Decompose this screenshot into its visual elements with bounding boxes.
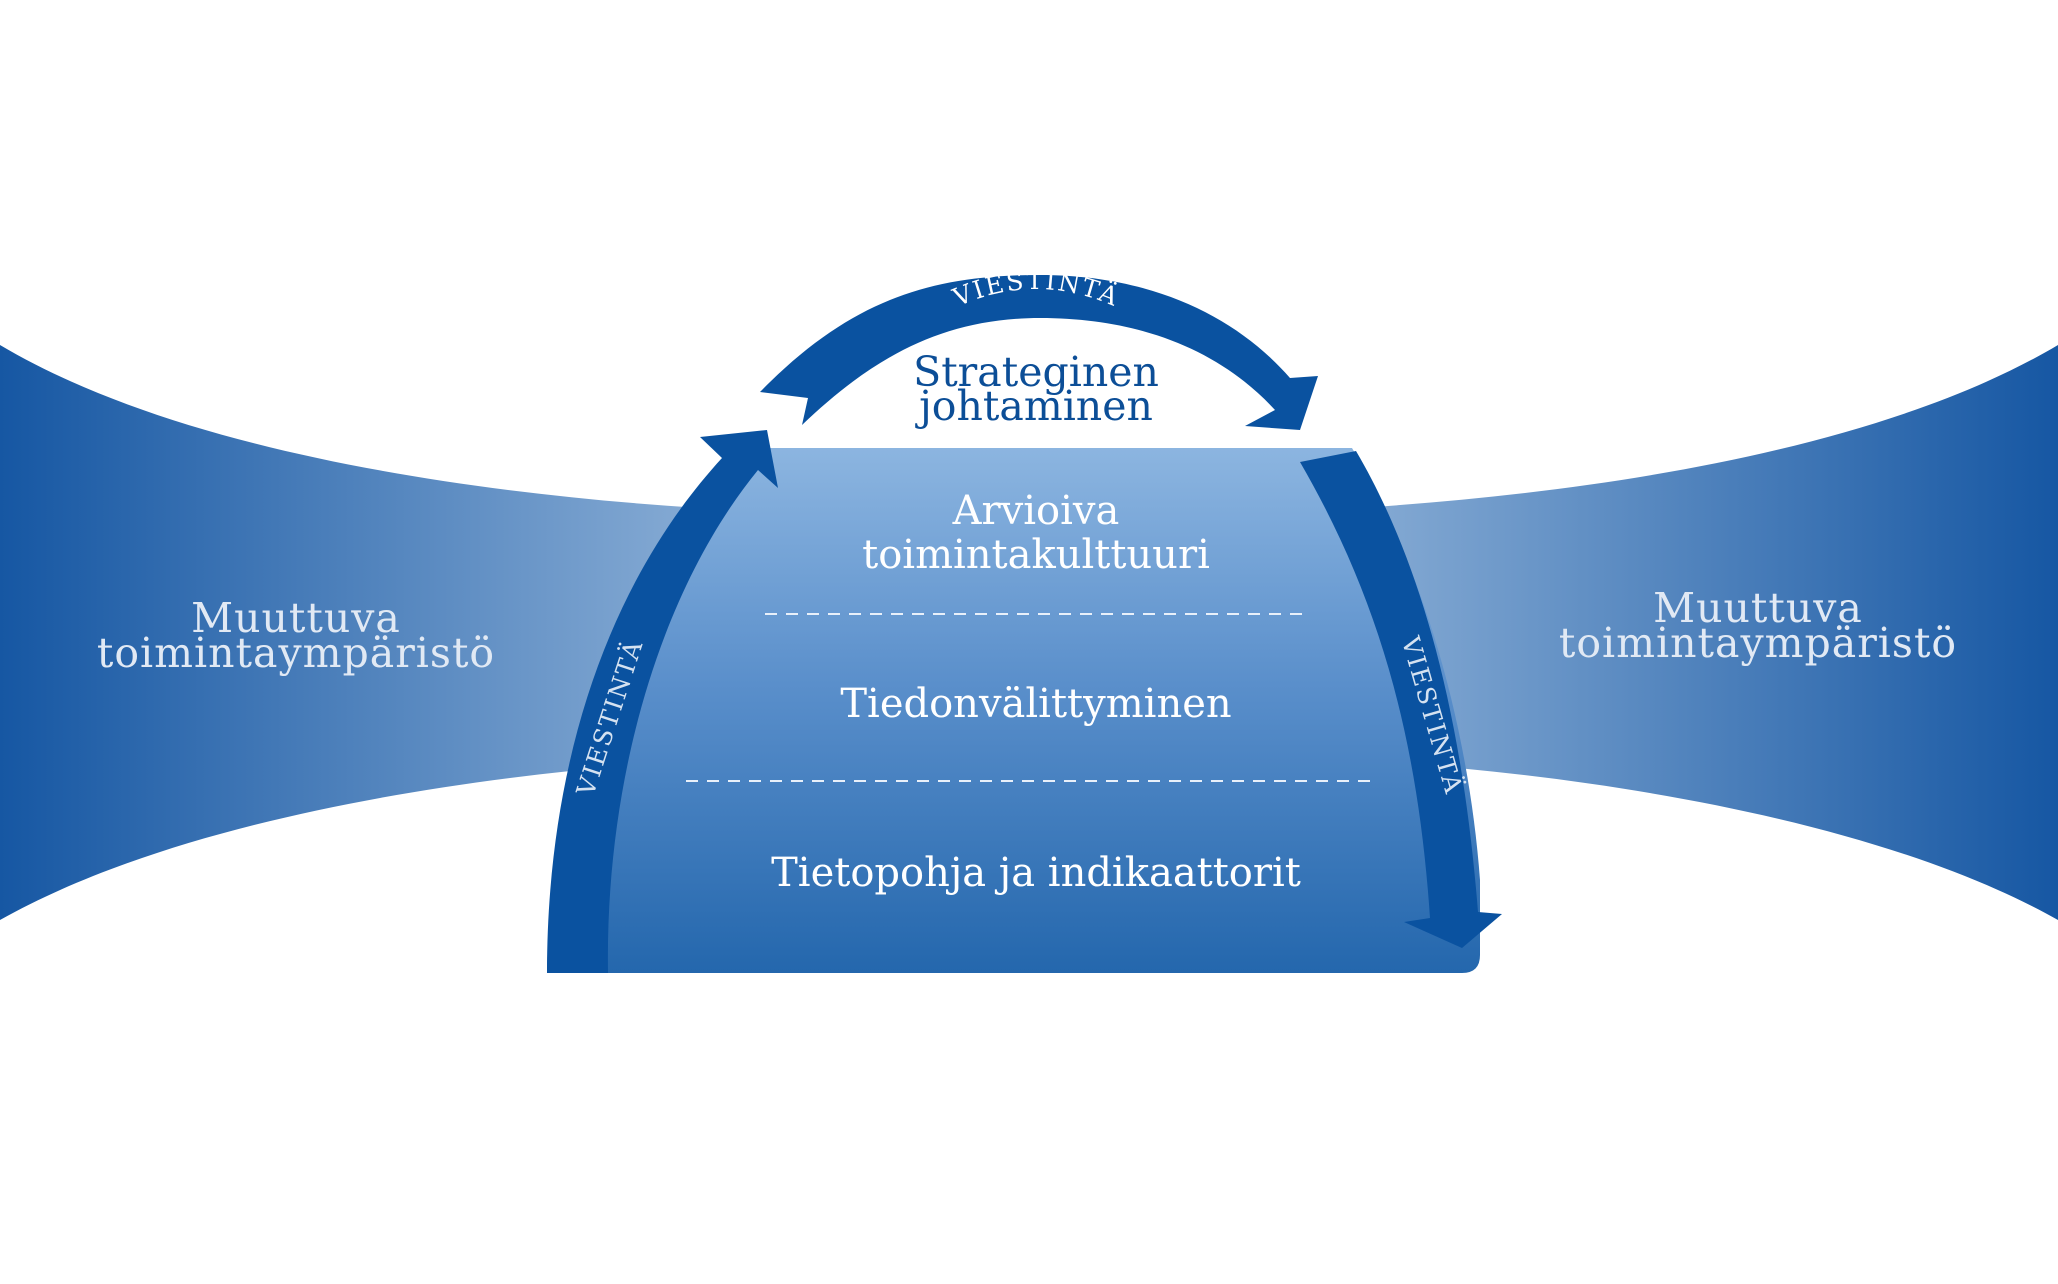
- strategic-management-label-line1: Strateginen: [913, 348, 1159, 396]
- communication-arrow-left: [547, 430, 778, 973]
- communication-arrow-right: [1300, 451, 1502, 948]
- environment-band-left: [0, 345, 700, 920]
- environment-band-right: [1358, 345, 2058, 920]
- communication-arrow-top: [760, 275, 1318, 430]
- environment-label-right-line2: toimintaympäristö: [1559, 619, 1957, 667]
- strategic-management-label-line2: johtaminen: [915, 382, 1153, 430]
- evaluative-culture-label-line1: Arvioiva: [952, 488, 1120, 534]
- environment-label-left-line2: toimintaympäristö: [97, 629, 495, 677]
- dome-body: [547, 448, 1480, 973]
- environment-label-right-line1: Muuttuva: [1653, 584, 1863, 632]
- knowledge-base-label: Tietopohja ja indikaattorit: [771, 850, 1301, 896]
- evaluative-culture-label-line2: toimintakulttuuri: [862, 532, 1210, 578]
- information-transfer-label: Tiedonvälittyminen: [840, 681, 1231, 727]
- environment-label-left-line1: Muuttuva: [191, 594, 401, 642]
